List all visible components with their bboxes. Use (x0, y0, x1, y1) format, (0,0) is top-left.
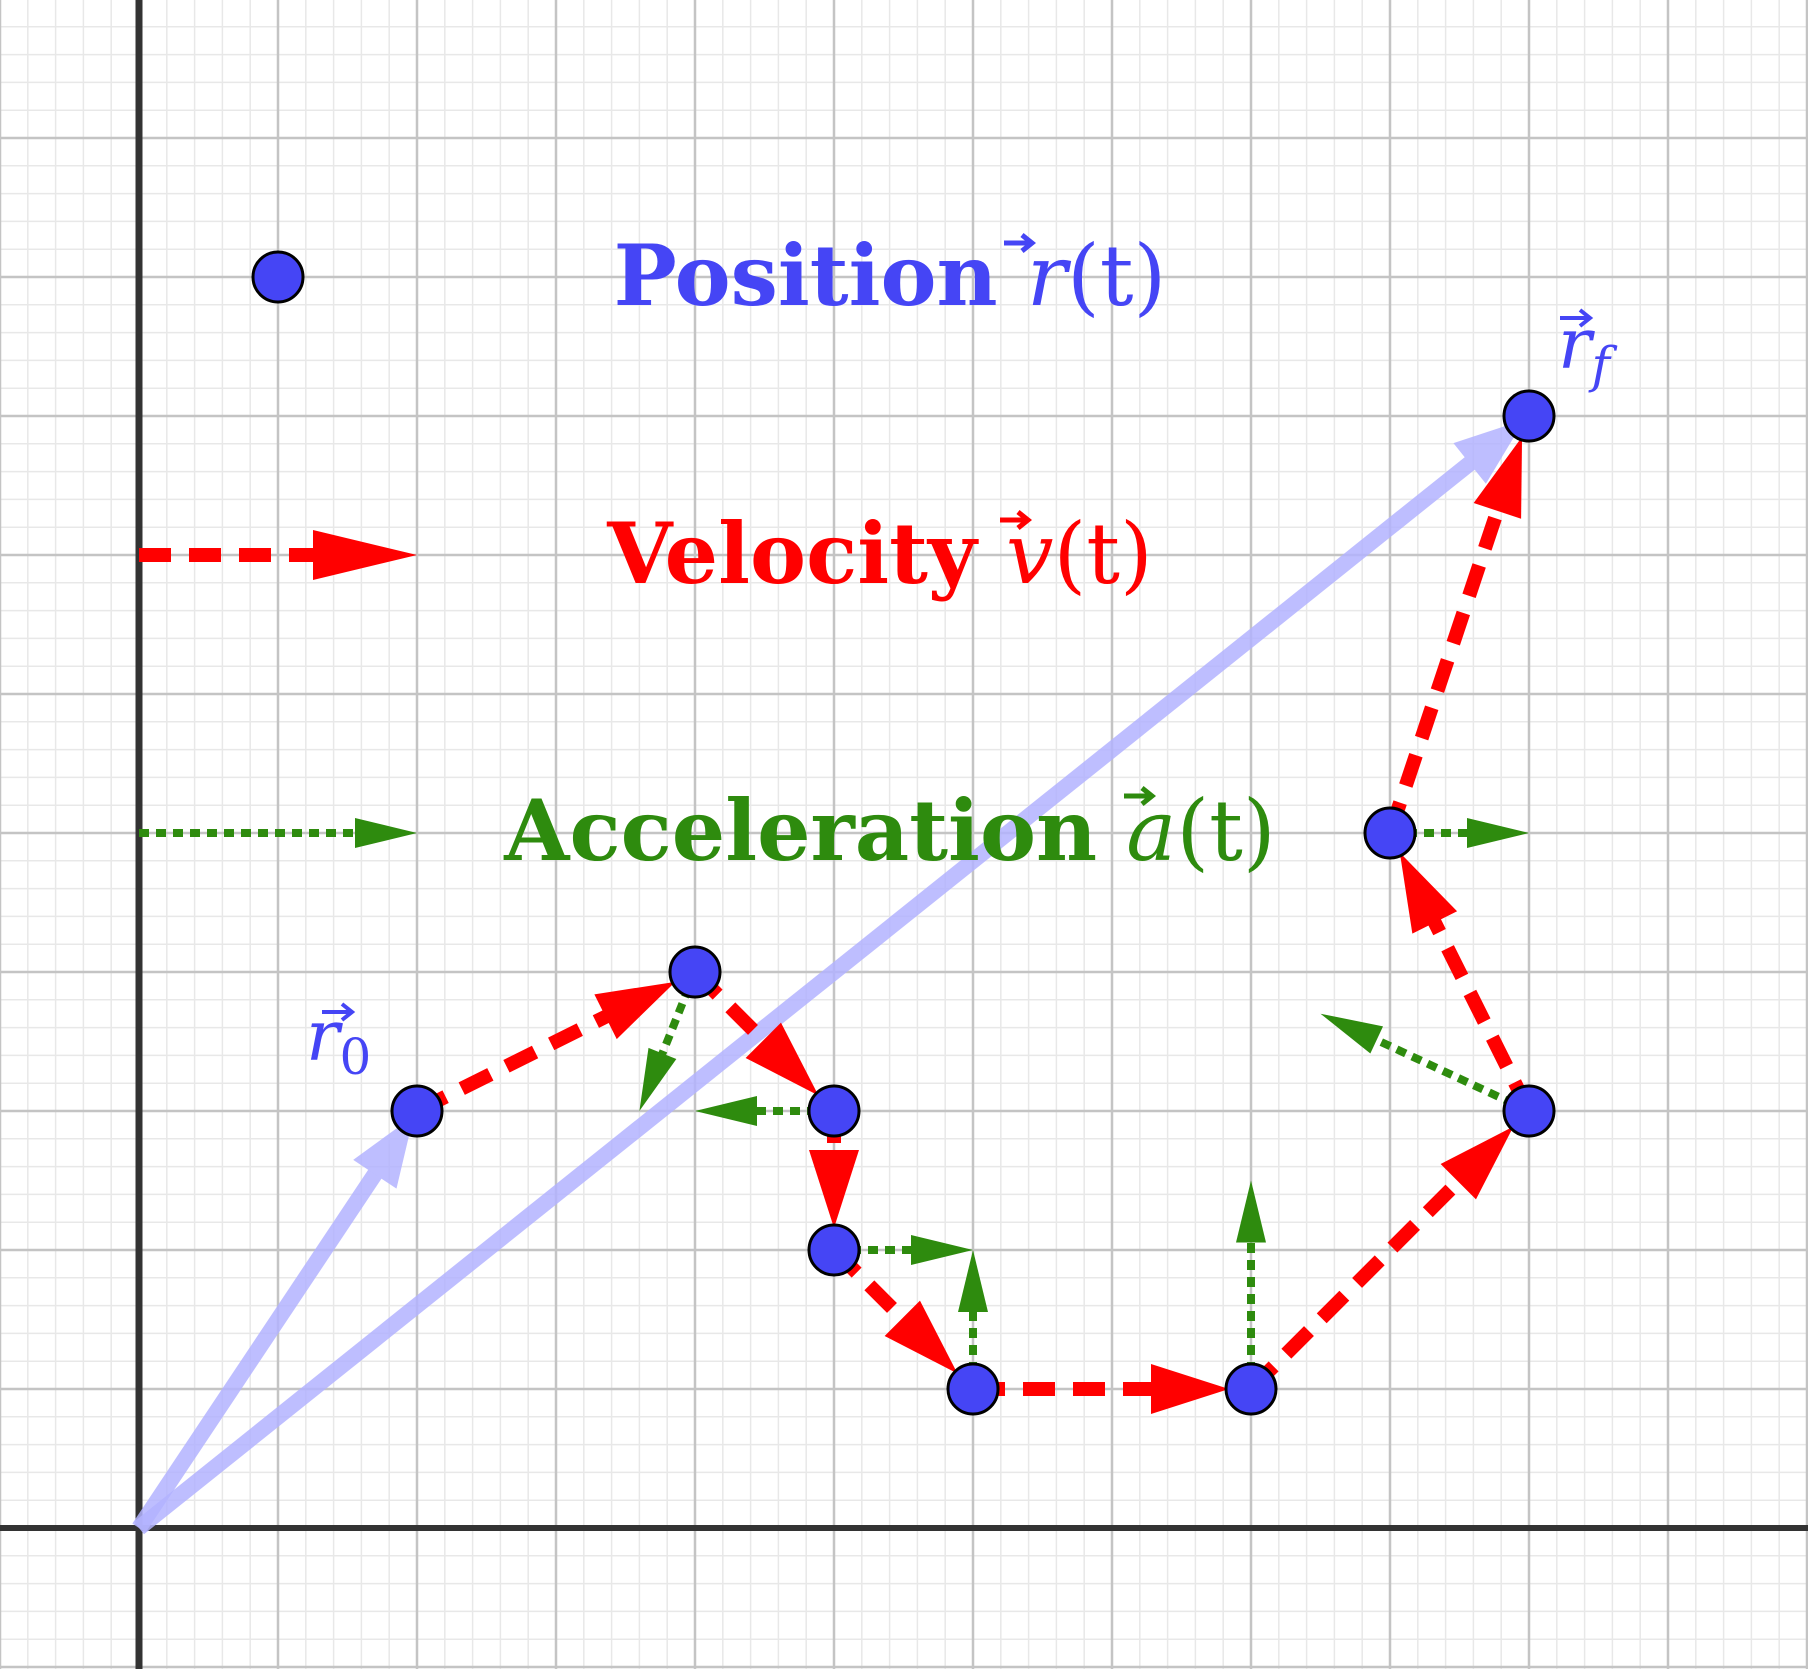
velocity-vector (1246, 1126, 1514, 1394)
acceleration-vector (639, 970, 699, 1111)
acceleration-vector (1320, 1013, 1531, 1115)
velocity-vector (973, 1364, 1229, 1414)
position-point (807, 1084, 861, 1138)
position-points (390, 389, 1556, 1416)
position-vector-shaft (134, 455, 1477, 1535)
end-label-arrow-accent (1560, 308, 1594, 328)
end-label: rf (1558, 303, 1617, 394)
velocity-vector-head (745, 1022, 819, 1096)
position-point (946, 1362, 1000, 1416)
position-point (1363, 806, 1417, 860)
legend-position: Position r(t) (614, 226, 1167, 325)
position-point (1224, 1362, 1278, 1416)
acceleration-vector (834, 1235, 973, 1265)
acceleration-vector-shaft (1373, 1035, 1531, 1115)
velocity-vector-shaft (1246, 1175, 1465, 1394)
acceleration-vector-head (911, 1235, 973, 1265)
position-vector (134, 419, 1525, 1535)
velocity-vector-shaft (1427, 917, 1536, 1115)
acceleration-vector-head (695, 1096, 757, 1126)
start-label-arrow-accent (322, 1002, 356, 1022)
acceleration-vector (695, 1096, 834, 1126)
velocity-vector-shaft (413, 1009, 611, 1118)
position-vector-arrow-accent (1004, 233, 1037, 253)
velocity-vector-head (1473, 436, 1523, 519)
velocity-vector-arrow-accent (1000, 510, 1033, 530)
velocity-vector-head (1151, 1364, 1229, 1414)
legend-marks (139, 250, 417, 848)
velocity-vector-head (809, 1150, 859, 1228)
acceleration-vector-head (1320, 1013, 1384, 1054)
legend-velocity-time: (t) (1053, 505, 1152, 603)
velocity-vector (413, 981, 676, 1118)
start-label-symbol: r (306, 995, 343, 1077)
legend-velocity-arrow (139, 530, 417, 580)
legend-position-point (251, 250, 305, 304)
position-point (668, 945, 722, 999)
legend-acceleration-arrow-head (355, 818, 417, 848)
acceleration-vector (958, 1250, 988, 1389)
legend-position-time: (t) (1067, 227, 1166, 325)
acceleration-vector-shaft (657, 970, 699, 1057)
position-vector (132, 1115, 414, 1533)
legend-acceleration-time: (t) (1176, 782, 1275, 880)
position-vector-shaft (132, 1168, 383, 1533)
velocity-vector (1399, 852, 1536, 1115)
legend-acceleration: Acceleration a(t) (503, 781, 1275, 880)
position-vector-head (1453, 419, 1525, 484)
end-label-symbol: r (1558, 303, 1595, 385)
position-point (1502, 389, 1556, 443)
position-vectors (132, 419, 1525, 1535)
legend-acceleration-label: Acceleration (503, 781, 1097, 880)
velocity-vectors (413, 436, 1536, 1414)
legend-velocity-label: Velocity (606, 504, 979, 603)
legend-velocity-arrow-head (313, 530, 417, 580)
position-point (390, 1084, 444, 1138)
acceleration-vector-head (1467, 818, 1529, 848)
acceleration-vector-head (1236, 1180, 1266, 1243)
legend-position-label: Position (614, 226, 998, 325)
acceleration-vector-arrow-accent (1124, 786, 1157, 806)
acceleration-vector-head (639, 1047, 677, 1111)
start-label: r0 (306, 995, 371, 1086)
position-point (1502, 1084, 1556, 1138)
position-vector-head (353, 1115, 414, 1189)
acceleration-vector-head (958, 1250, 988, 1312)
velocity-vector-head (1399, 852, 1458, 934)
velocity-vector-shaft (1383, 506, 1505, 836)
acceleration-vector (1390, 818, 1529, 848)
velocity-vector-head (1440, 1126, 1514, 1200)
start-label-subscript: 0 (339, 1028, 371, 1086)
velocity-vector-head (594, 981, 676, 1040)
velocity-vector-head (884, 1300, 958, 1374)
legend-acceleration-arrow (139, 818, 417, 848)
velocity-vector (1383, 436, 1523, 836)
legend-velocity: Velocity v(t) (606, 504, 1153, 603)
position-point (807, 1223, 861, 1277)
